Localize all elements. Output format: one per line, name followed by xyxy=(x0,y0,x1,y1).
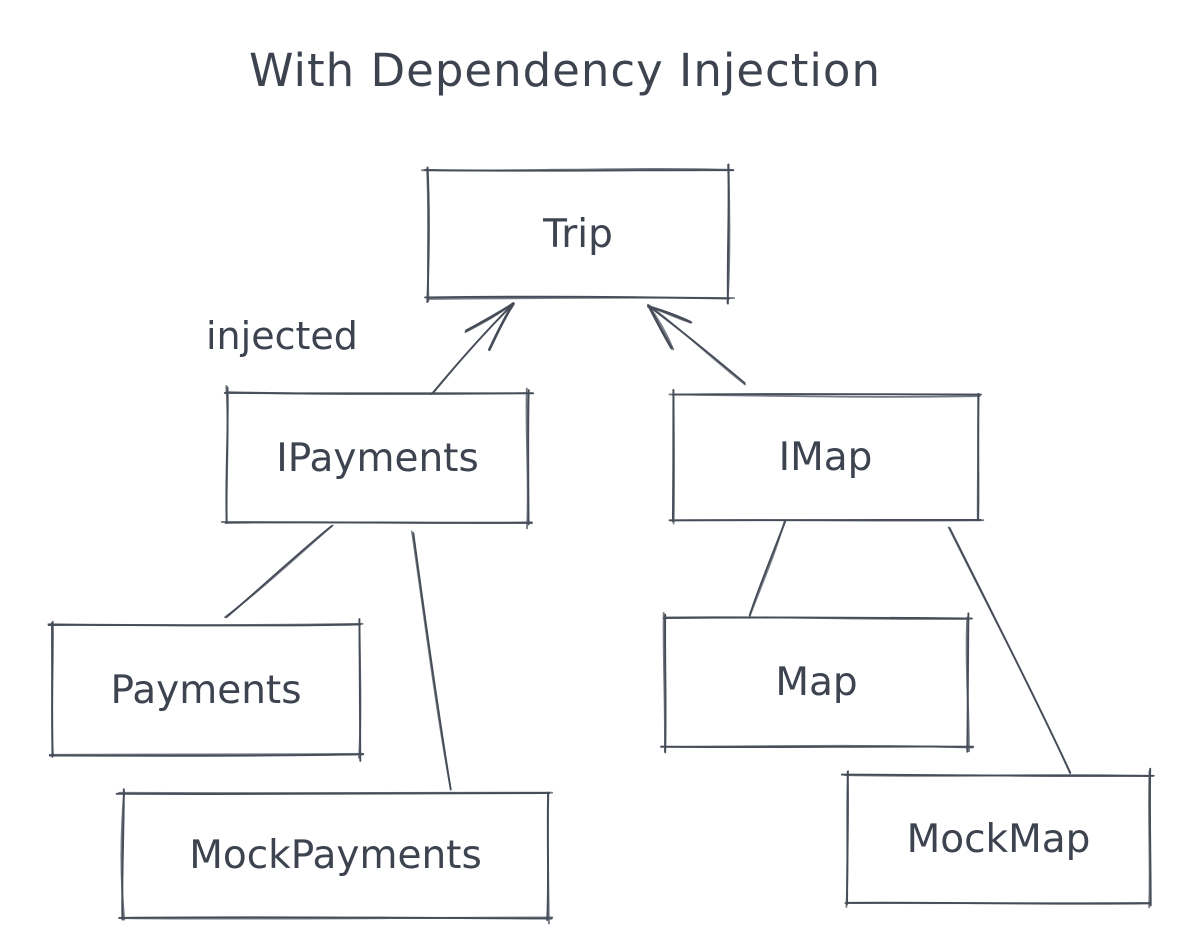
injected-annotation: injected xyxy=(206,314,358,358)
node-box-ipayments xyxy=(220,384,535,530)
node-box-imap xyxy=(668,388,985,525)
edge-ipayments-to-mockpayments xyxy=(411,530,452,791)
edge-imap-to-trip xyxy=(646,303,746,386)
edge-imap-to-map xyxy=(748,520,787,619)
node-box-trip xyxy=(421,163,735,305)
edge-ipayments-to-payments xyxy=(224,524,334,619)
diagram-title: With Dependency Injection xyxy=(249,44,881,97)
node-box-mockmap xyxy=(840,767,1155,909)
node-box-mockpayments xyxy=(115,788,554,925)
edge-imap-to-mockmap xyxy=(947,526,1072,775)
node-box-map xyxy=(660,612,975,754)
edge-ipayments-to-trip xyxy=(430,302,515,396)
node-box-payments xyxy=(47,618,365,762)
